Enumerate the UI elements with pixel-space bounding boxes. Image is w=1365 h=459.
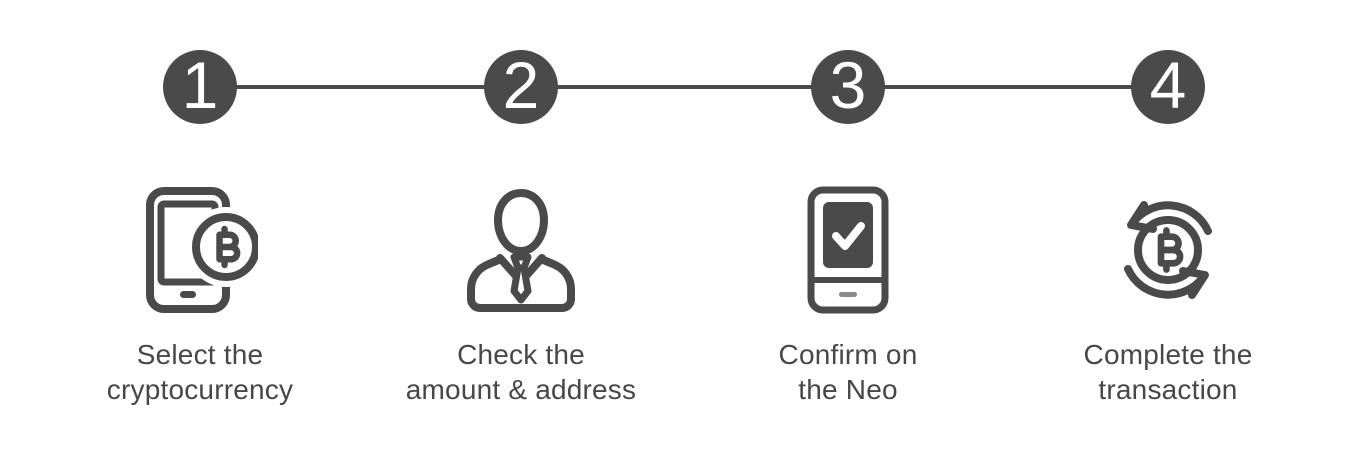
- step-3-number-badge: 3: [811, 50, 885, 124]
- bitcoin-cycle-icon: [998, 182, 1338, 318]
- step-label-line1: Check the: [457, 339, 585, 370]
- step-1-label: Select the cryptocurrency: [30, 337, 370, 407]
- step-label-line2: the Neo: [798, 374, 898, 405]
- businessman-icon-svg: [467, 189, 575, 312]
- step-label-line2: cryptocurrency: [106, 374, 294, 405]
- step-1-number-badge: 1: [163, 50, 237, 124]
- device-brand-mark: [839, 292, 857, 297]
- step-4: 4 Complete the trans: [998, 0, 1338, 459]
- step-number: 4: [1149, 48, 1187, 122]
- step-label-line1: Confirm on: [778, 339, 918, 370]
- step-3: 3 Confirm on the Neo: [678, 0, 1018, 459]
- step-number: 3: [829, 48, 867, 122]
- step-4-label: Complete the transaction: [998, 337, 1338, 407]
- step-2-number-badge: 2: [484, 50, 558, 124]
- step-connector-line: [200, 85, 1168, 89]
- step-label-line2: amount & address: [405, 374, 637, 405]
- step-4-number-badge: 4: [1131, 50, 1205, 124]
- step-2: 2 Check the amount & address: [351, 0, 691, 459]
- device-checkmark-icon: [678, 182, 1018, 318]
- device-checkmark-icon-svg: [807, 186, 889, 314]
- step-label-line2: transaction: [1098, 374, 1238, 405]
- bitcoin-cycle-icon-svg: [1124, 201, 1212, 299]
- step-2-label: Check the amount & address: [351, 337, 691, 407]
- step-number: 1: [181, 48, 219, 122]
- step-1: 1 Select the cryptocurrency: [30, 0, 370, 459]
- step-label-line1: Complete the: [1083, 339, 1253, 370]
- step-label-line1: Select the: [136, 339, 264, 370]
- phone-bitcoin-icon-svg: [146, 187, 258, 313]
- phone-bitcoin-icon: [30, 182, 370, 318]
- step-number: 2: [502, 48, 540, 122]
- businessman-icon: [351, 182, 691, 318]
- step-3-label: Confirm on the Neo: [678, 337, 1018, 407]
